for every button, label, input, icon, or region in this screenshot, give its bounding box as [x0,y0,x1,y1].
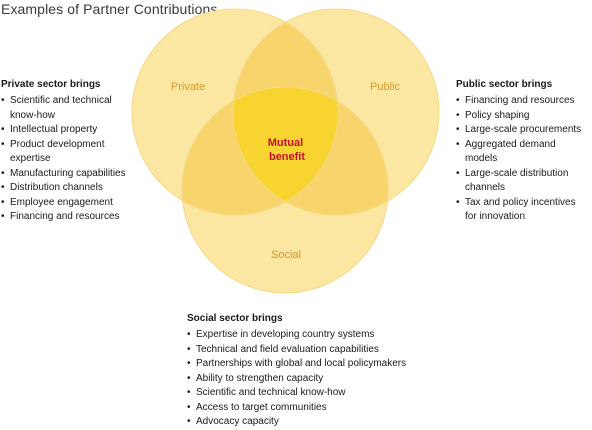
social-circle-outline [181,86,389,294]
list-item: Scientific and technical know-how [1,94,129,123]
private-circle-outline [131,8,339,216]
public-circle-outline [232,8,440,216]
list-item: Manufacturing capabilities [1,167,129,182]
public-sector-list: Financing and resources Policy shaping L… [456,94,590,225]
list-item: Aggregated demand models [456,138,590,167]
list-item: Employee engagement [1,196,129,211]
private-sector-list: Scientific and technical know-how Intell… [1,94,129,225]
list-item: Access to target communities [187,401,437,416]
list-item: Technical and field evaluation capabilit… [187,343,437,358]
list-item: Ability to strengthen capacity [187,372,437,387]
list-item: Distribution channels [1,181,129,196]
social-sector-heading: Social sector brings [187,313,283,324]
private-label: Private [171,81,205,93]
public-sector-heading: Public sector brings [456,79,553,90]
mutual-benefit-label: Mutual benefit [268,137,307,163]
list-item: Product development expertise [1,138,129,167]
social-label: Social [271,249,301,261]
social-sector-list: Expertise in developing country systems … [187,328,437,430]
list-item: Financing and resources [456,94,590,109]
list-item: Financing and resources [1,210,129,225]
list-item: Policy shaping [456,109,590,124]
list-item: Large-scale distribution channels [456,167,590,196]
page-title: Examples of Partner Contributions [1,1,218,17]
social-sector-panel: Social sector brings Expertise in develo… [187,312,437,430]
list-item: Tax and policy incentives for innovation [456,196,590,225]
list-item: Large-scale procurements [456,123,590,138]
public-sector-panel: Public sector brings Financing and resou… [456,78,590,225]
list-item: Advocacy capacity [187,415,437,430]
private-sector-heading: Private sector brings [1,79,101,90]
list-item: Intellectual property [1,123,129,138]
list-item: Partnerships with global and local polic… [187,357,437,372]
private-sector-panel: Private sector brings Scientific and tec… [1,78,129,225]
list-item: Expertise in developing country systems [187,328,437,343]
list-item: Scientific and technical know-how [187,386,437,401]
public-label: Public [370,81,400,93]
